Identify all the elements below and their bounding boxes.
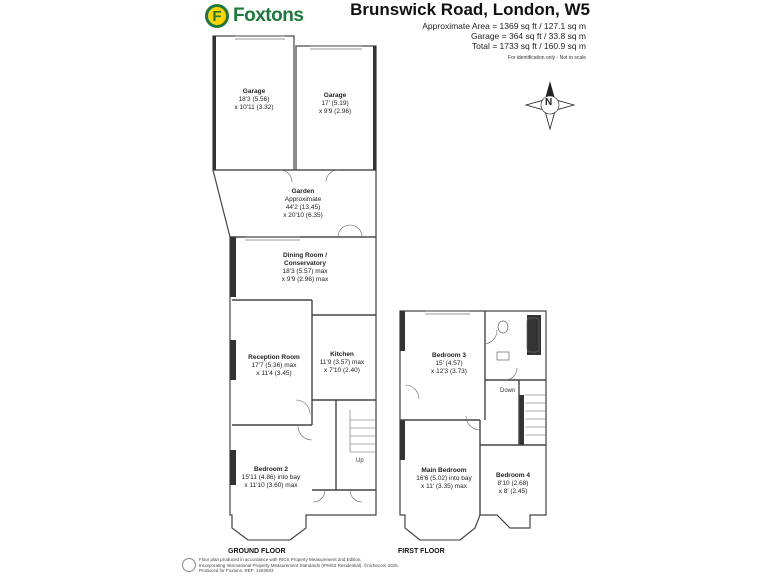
room-dim: 17' (5.19)	[321, 100, 349, 107]
first-floor-label: FIRST FLOOR	[398, 548, 445, 555]
room-label-bedroom4: Bedroom 4 8'10 (2.68) x 8' (2.45)	[496, 472, 530, 496]
compass-north-label: N	[545, 97, 553, 108]
footer-line-2: Incorporating International Property Mea…	[199, 562, 399, 568]
room-name: Main Bedroom	[421, 467, 467, 474]
room-name-2: Conservatory	[284, 260, 326, 267]
footer-line-3: Produced for Foxtons. REF: 1263933	[199, 568, 274, 573]
room-dim: x 7'10 (2.40)	[324, 367, 360, 374]
room-label-bedroom3: Bedroom 3 15' (4.57) x 12'3 (3.73)	[431, 352, 467, 376]
brand-name: Foxtons	[233, 5, 304, 26]
footer-notes: Floor plan produced in accordance with R…	[199, 557, 399, 574]
room-dim: x 10'11 (3.32)	[234, 104, 274, 111]
room-label-main-bedroom: Main Bedroom 16'6 (5.02) into bay x 11' …	[416, 467, 471, 491]
room-dim: 17'7 (5.36) max	[251, 362, 297, 369]
room-dim: x 20'10 (6.35)	[283, 212, 323, 219]
room-label-bedroom2: Bedroom 2 15'11 (4.86) into bay x 11'10 …	[242, 466, 301, 490]
room-label-reception: Reception Room 17'7 (5.36) max x 11'4 (3…	[248, 354, 300, 378]
room-dim: x 11'4 (3.45)	[256, 370, 292, 377]
room-dim: x 11' (3.35) max	[421, 483, 467, 490]
room-dim: x 8' (2.45)	[498, 488, 528, 495]
room-label-garage-left: Garage 18'3 (5.56) x 10'11 (3.32)	[234, 88, 273, 112]
room-name: Reception Room	[248, 354, 300, 361]
room-name: Garden	[291, 188, 315, 195]
room-name: Garage	[242, 88, 266, 95]
room-name: Kitchen	[330, 351, 354, 358]
room-dim: 15' (4.57)	[435, 360, 463, 367]
foxtons-logo-icon: F	[205, 4, 229, 28]
compass-icon: N	[522, 77, 578, 133]
room-label-dining: Dining Room / Conservatory 18'3 (5.57) m…	[282, 252, 328, 284]
room-dim: x 12'3 (3.73)	[431, 368, 467, 375]
measurement-standard-icon	[182, 558, 196, 572]
room-name: Garage	[323, 92, 347, 99]
stairs-down-label: Down	[500, 388, 516, 394]
approximate-area: Approximate Area = 1369 sq ft / 127.1 sq…	[422, 21, 586, 31]
room-dim: 16'6 (5.02) into bay	[416, 475, 472, 482]
total-area: Total = 1733 sq ft / 160.9 sq m	[471, 41, 586, 51]
room-name: Bedroom 4	[496, 472, 530, 479]
room-name: Bedroom 3	[432, 352, 466, 359]
room-dim: x 11'10 (3.60) max	[244, 482, 298, 489]
room-label-garden: Garden Approximate 44'2 (13.45) x 20'10 …	[283, 188, 323, 220]
property-title: Brunswick Road, London, W5	[350, 0, 590, 19]
room-dim: 11'9 (3.57) max	[319, 359, 365, 366]
room-name: Dining Room /	[282, 252, 328, 259]
first-floor-outline	[399, 310, 547, 541]
room-label-kitchen: Kitchen 11'9 (3.57) max x 7'10 (2.40)	[320, 351, 364, 375]
room-dim: x 9'9 (2.96) max	[281, 276, 329, 283]
room-name: Bedroom 2	[254, 466, 288, 473]
room-dim: Approximate	[284, 196, 322, 203]
footer-line-1: Floor plan produced in accordance with R…	[199, 557, 362, 562]
ground-floor-label: GROUND FLOOR	[228, 548, 286, 555]
room-dim: 8'10 (2.68)	[497, 480, 529, 487]
room-dim: 15'11 (4.86) into bay	[241, 474, 301, 481]
garage-area: Garage = 364 sq ft / 33.8 sq m	[470, 31, 586, 41]
stairs-up-label: Up	[356, 458, 364, 464]
room-dim: x 9'9 (2.96)	[318, 108, 352, 115]
room-label-garage-right: Garage 17' (5.19) x 9'9 (2.96)	[319, 92, 351, 116]
foxtons-logo: F Foxtons	[205, 4, 304, 28]
room-dim: 44'2 (13.45)	[285, 204, 321, 211]
room-dim: 18'3 (5.57) max	[282, 268, 328, 275]
disclaimer: For identification only - Not to scale	[507, 55, 586, 61]
room-dim: 18'3 (5.56)	[238, 96, 270, 103]
